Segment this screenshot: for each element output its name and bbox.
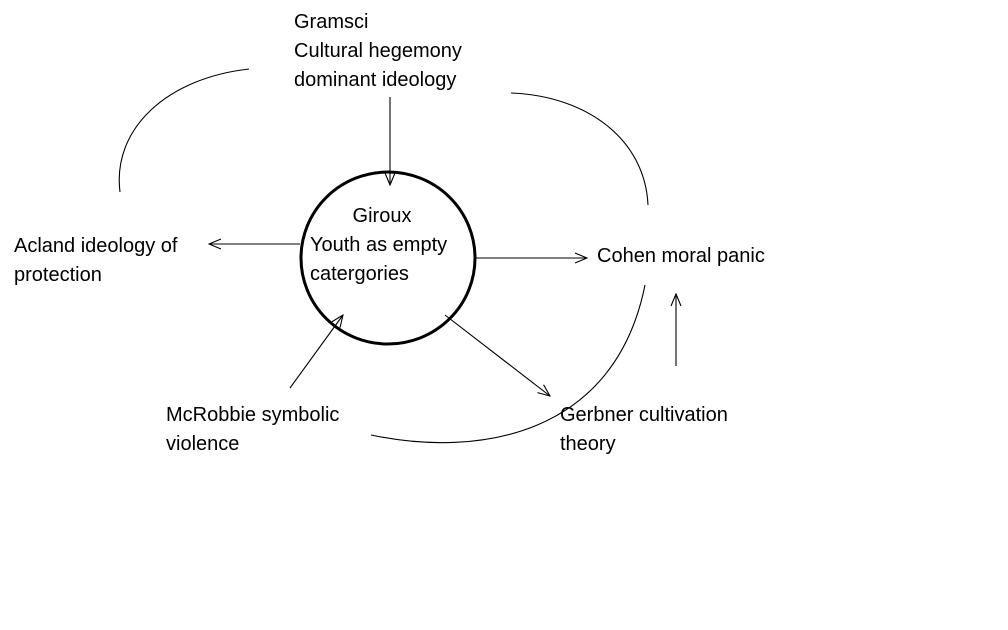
node-mcrobbie-line-2: violence xyxy=(166,433,240,455)
node-gramsci-line-1: Gramsci xyxy=(294,11,369,33)
arc-mcrobbie-to-cohen xyxy=(370,284,646,444)
arrow-mcrobbie-to-giroux xyxy=(289,315,343,389)
node-gerbner-line-2: theory xyxy=(560,433,616,455)
arrow-giroux-to-gerbner xyxy=(444,314,550,396)
node-giroux-line-2: Youth as empty xyxy=(310,234,448,256)
node-mcrobbie: McRobbie symbolic violence xyxy=(166,401,339,459)
node-mcrobbie-line-1: McRobbie symbolic xyxy=(166,404,340,426)
node-cohen-line-1: Cohen moral panic xyxy=(597,245,765,267)
node-giroux: Giroux Youth as empty catergories xyxy=(310,202,464,289)
node-gramsci-line-3: dominant ideology xyxy=(294,69,457,91)
arc-acland-to-gramsci xyxy=(118,68,250,193)
arc-gramsci-to-cohen xyxy=(510,92,649,206)
node-gramsci: Gramsci Cultural hegemony dominant ideol… xyxy=(294,8,462,95)
node-giroux-line-3: catergories xyxy=(310,263,409,285)
node-gerbner: Gerbner cultivation theory xyxy=(560,401,728,459)
central-circle xyxy=(299,170,477,346)
node-acland: Acland ideology of protection xyxy=(14,232,177,290)
node-giroux-line-1: Giroux xyxy=(352,205,412,227)
node-gramsci-line-2: Cultural hegemony xyxy=(294,40,462,62)
node-acland-line-1: Acland ideology of xyxy=(14,235,178,257)
node-gerbner-line-1: Gerbner cultivation xyxy=(560,404,728,426)
node-acland-line-2: protection xyxy=(14,264,102,286)
node-cohen: Cohen moral panic xyxy=(597,242,765,271)
